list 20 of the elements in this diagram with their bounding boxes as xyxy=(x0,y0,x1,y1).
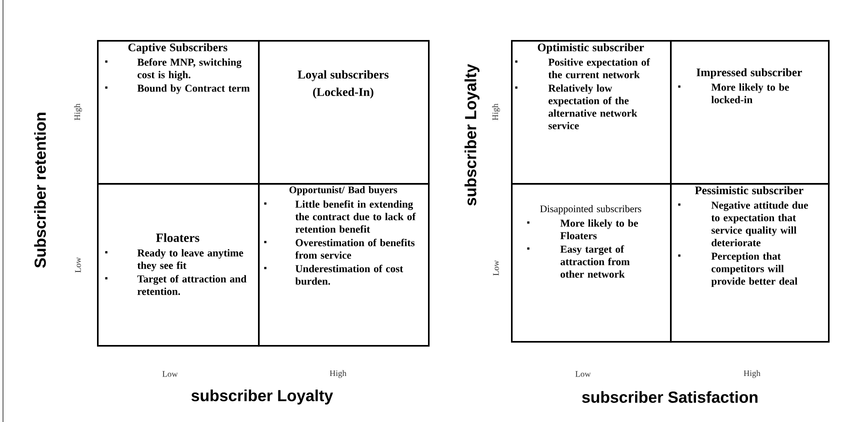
axis-title: subscriber Loyalty xyxy=(191,390,334,404)
axis-level-label: High xyxy=(744,370,760,378)
axis-level-label: High xyxy=(330,370,346,378)
quadrant-box: Captive Subscribers Before MNP, switching cost is high. Bound by Contract term xyxy=(97,40,260,185)
axis-title: subscriber Satisfaction xyxy=(582,391,758,403)
quadrant-box: Floaters Ready to leave anytime they see fit Target of attraction and retention. xyxy=(97,183,260,347)
quadrant-box: Opportunist/ Bad buyers Little benefit in extending the contract due to lack of retention benefit Overestimation of benefits from service Underestimation of cost burden. xyxy=(258,183,430,347)
quadrant-box: Pessimistic subscriber Negative attitude due to expectation that service quality will deteriorate Perception that competitors will provide better deal xyxy=(670,183,830,343)
axis-level-label: Low xyxy=(575,371,591,377)
axis-title: Subscriber retention xyxy=(34,112,46,268)
quadrant-box: Optimistic subscriber Positive expectation of the current network Relatively low expectation of the alternative network service xyxy=(511,40,672,185)
quadrant-box: Disappointed subscribers More likely to be Floaters Easy target of attraction from other network xyxy=(511,183,672,343)
axis-level-label: High xyxy=(492,104,500,120)
axis-level-label: Low xyxy=(162,371,178,377)
axis-level-label: Low xyxy=(493,260,499,276)
quadrant-box: Impressed subscriber More likely to be locked-in xyxy=(670,40,830,185)
axis-level-label: Low xyxy=(75,257,81,273)
axis-title: subscriber Loyalty xyxy=(464,64,480,206)
axis-level-label: High xyxy=(74,104,82,120)
quadrant-box: Loyal subscribers (Locked-In) xyxy=(258,40,430,185)
